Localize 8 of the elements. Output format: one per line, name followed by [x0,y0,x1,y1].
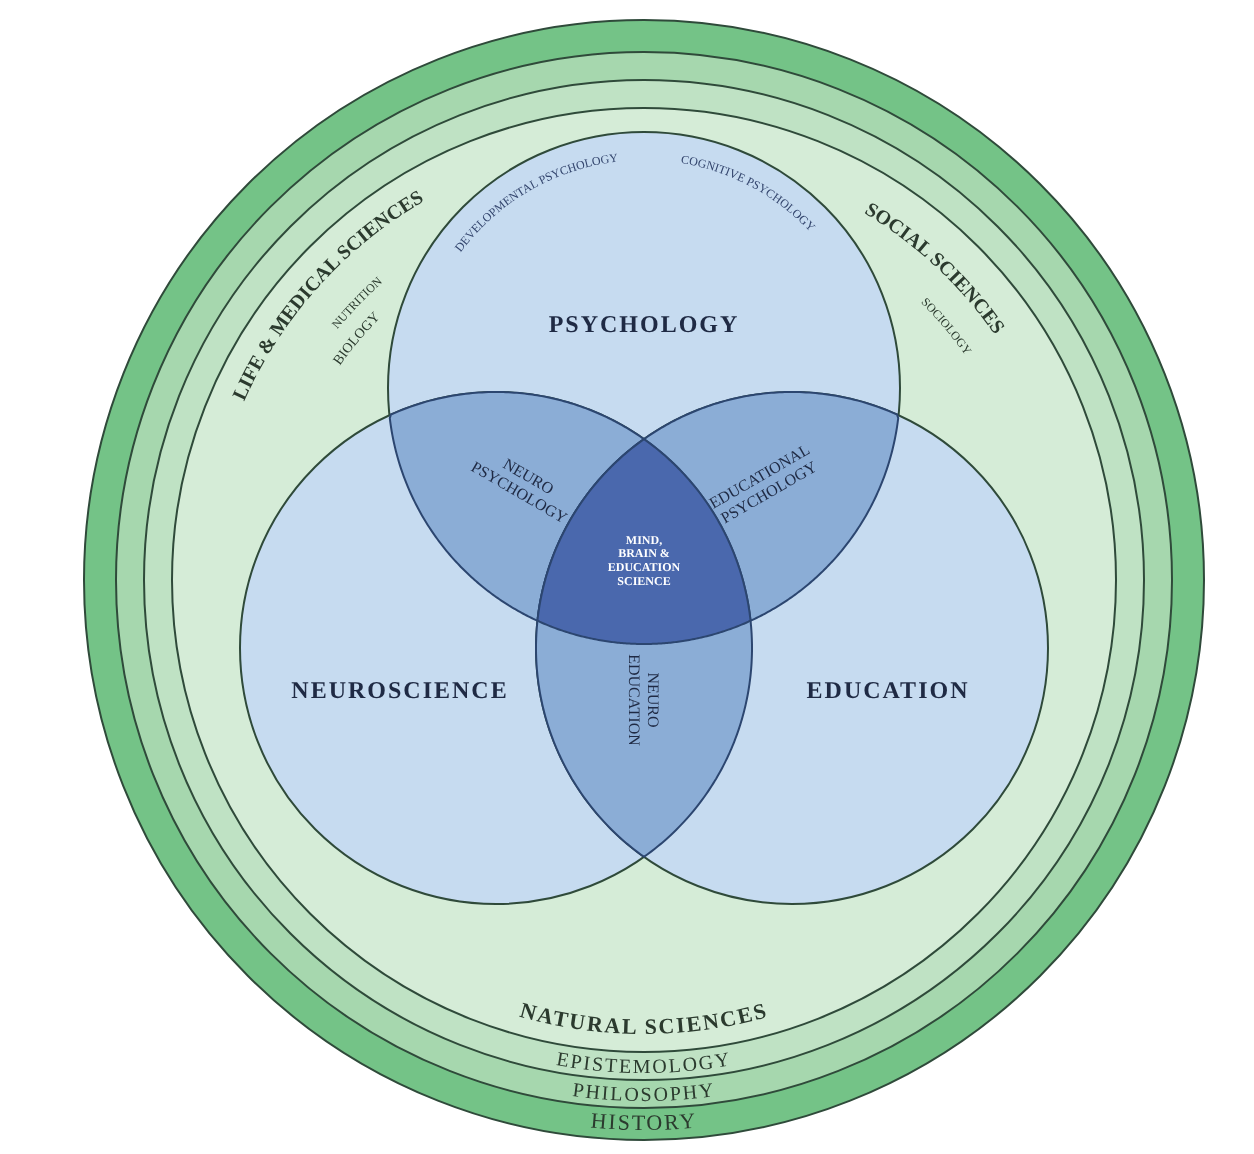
ring-label: EPISTEMOLOGY [554,1049,734,1079]
region-label: NEUROSCIENCE [291,676,509,705]
region-label: EDUCATION [806,676,970,705]
region-label: NEURO EDUCATION [625,654,662,746]
region-label: PSYCHOLOGY [548,310,740,339]
ring-label: HISTORY [589,1109,699,1137]
ring-label: PHILOSOPHY [571,1080,717,1108]
field-label: NATURAL SCIENCES [517,999,771,1041]
